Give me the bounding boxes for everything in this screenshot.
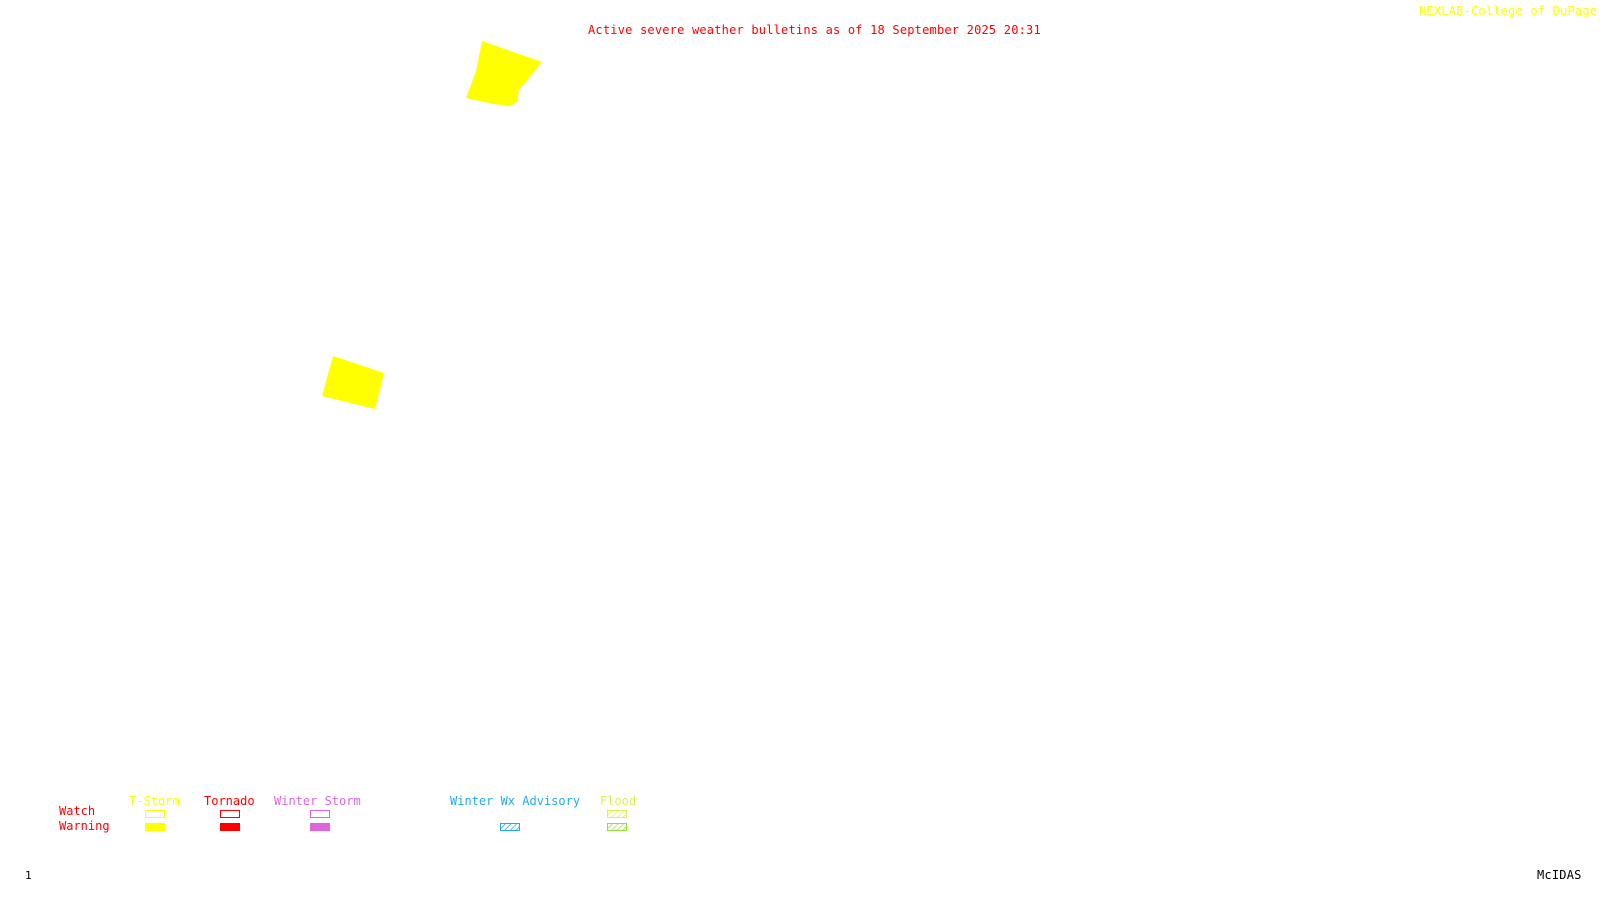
legend-row-warning: Warning (59, 819, 110, 833)
software-label: McIDAS (1537, 868, 1582, 882)
legend-winter-wx-advisory-label: Winter Wx Advisory (450, 794, 581, 808)
frame-number: 1 (25, 869, 32, 882)
tstorm-warning-area[interactable] (322, 356, 384, 409)
page-title: Active severe weather bulletins as of 18… (588, 23, 1041, 37)
legend-row-watch: Watch (59, 804, 96, 818)
legend-winter-storm-watch-swatch (310, 810, 330, 818)
legend-tstorm-warning-swatch (145, 823, 165, 831)
legend-tornado-watch-swatch (220, 810, 240, 818)
legend-tstorm-watch-swatch (145, 810, 165, 818)
legend-tornado-warning-swatch (220, 823, 240, 831)
legend-winter-storm-warning-swatch (310, 823, 330, 831)
legend-winter-storm-label: Winter Storm (274, 794, 361, 808)
tstorm-warning-area[interactable] (466, 41, 542, 106)
legend-flood-warning-swatch (607, 823, 627, 831)
legend-tstorm-label: T-Storm (129, 794, 180, 808)
legend-tornado-label: Tornado (204, 794, 255, 808)
legend-flood-watch-swatch (607, 810, 627, 818)
legend-flood-label: Flood (600, 794, 637, 808)
legend-winter-wx-advisory-warning-swatch (500, 823, 520, 831)
credit-label: NEXLAB-College of DuPage R (1419, 4, 1600, 18)
